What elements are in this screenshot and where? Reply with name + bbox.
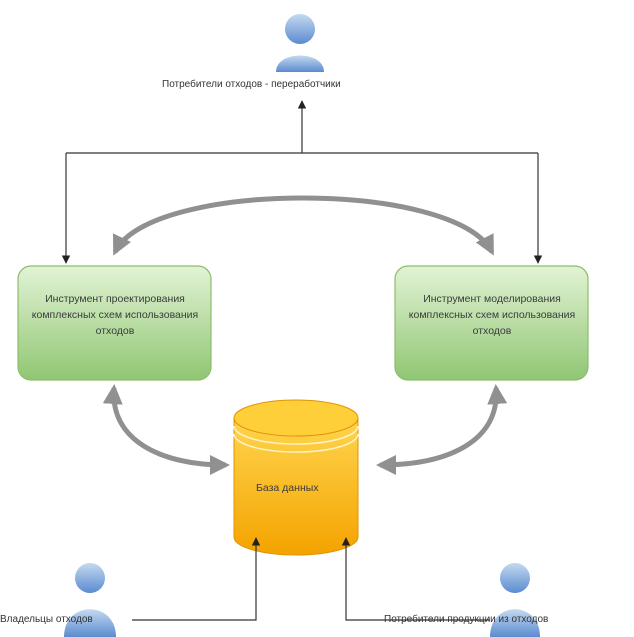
edge-users-to-database (132, 537, 490, 621)
user-icon (276, 14, 324, 72)
modeling-tool-label: Инструмент моделирования комплексных схе… (408, 293, 576, 337)
design-tool-box (17, 265, 212, 381)
design-tool-label: Инструмент проектирования комплексных сх… (31, 293, 199, 337)
waste-owners-label: Владельцы отходов (0, 614, 93, 625)
user-icon (490, 563, 540, 637)
consumers-recyclers-label: Потребители отходов - переработчики (162, 79, 341, 90)
edge-modeling-tool-database (376, 384, 508, 475)
product-consumers-label: Потребители продукции из отходов (384, 614, 549, 625)
database-icon (233, 399, 359, 556)
database-label: База данных (256, 482, 319, 494)
user-icon (64, 563, 116, 637)
edge-tools-bidirectional (112, 195, 495, 256)
edge-design-tool-database (102, 384, 230, 475)
edge-tools-to-consumers (61, 100, 543, 264)
modeling-tool-box (394, 265, 589, 381)
